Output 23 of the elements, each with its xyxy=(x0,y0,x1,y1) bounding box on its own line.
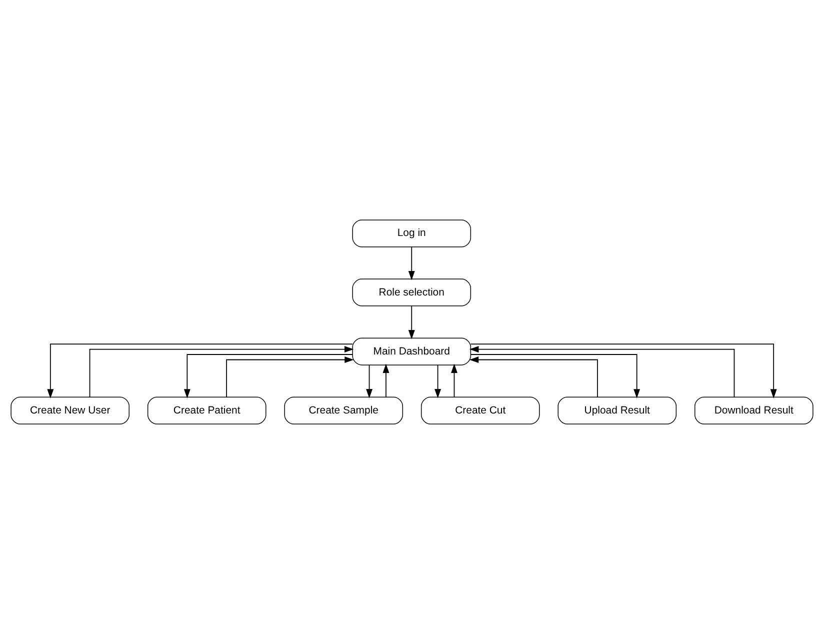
node-box: Create New User xyxy=(10,396,130,424)
arrow xyxy=(47,344,354,398)
node-box: Download Result xyxy=(694,396,814,424)
node-box: Main Dashboard xyxy=(352,338,472,366)
arrow xyxy=(408,246,415,280)
arrow xyxy=(450,364,458,398)
node-box: Upload Result xyxy=(558,396,677,424)
arrow xyxy=(470,354,640,398)
arrow xyxy=(469,346,735,398)
arrow xyxy=(470,344,777,398)
node-box: Role selection xyxy=(352,278,472,306)
arrow xyxy=(434,364,442,398)
arrow xyxy=(89,346,354,398)
node-box: Create Cut xyxy=(420,396,540,424)
node-box: Log in xyxy=(352,220,472,248)
arrow xyxy=(382,364,390,398)
node-box: Create Sample xyxy=(284,396,404,424)
node-box: Create Patient xyxy=(147,396,266,424)
arrow xyxy=(226,356,354,398)
arrow xyxy=(366,364,373,398)
arrow xyxy=(184,354,353,398)
arrow xyxy=(408,306,415,340)
arrow xyxy=(469,356,598,398)
